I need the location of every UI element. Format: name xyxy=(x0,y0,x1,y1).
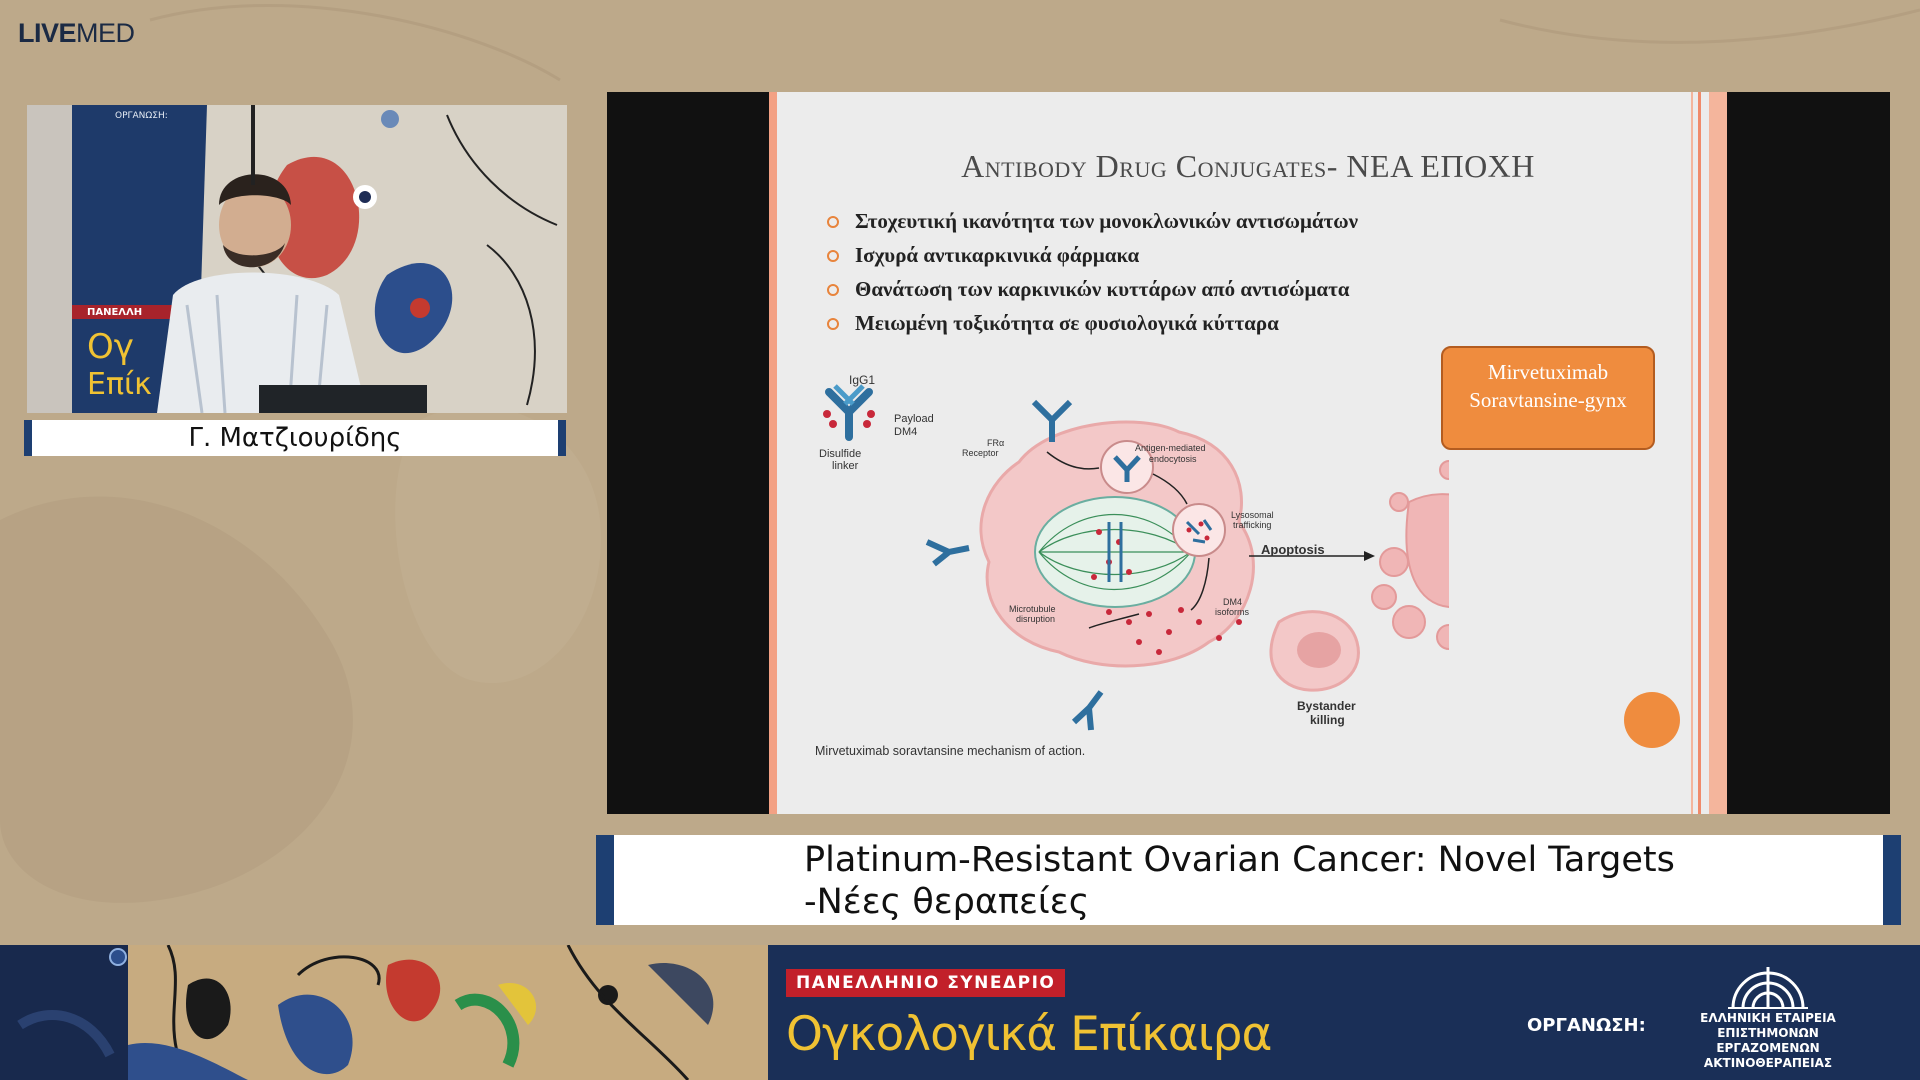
congress-badge: ΠΑΝΕΛΛΗΝΙΟ ΣΥΝΕΔΡΙΟ xyxy=(786,969,1066,997)
mechanism-diagram xyxy=(823,384,1449,731)
slide-right-stripe xyxy=(1698,92,1701,814)
slide: Antibody Drug Conjugates- ΝΕΑ ΕΠΟΧΗ Στοχ… xyxy=(769,92,1727,814)
drug-name-box: Mirvetuximab Soravtansine-gynx xyxy=(1441,346,1655,450)
label-isoforms-1: DM4 xyxy=(1223,597,1243,607)
label-linker-1: Disulfide xyxy=(819,448,862,460)
speaker-name: Γ. Ματζιουρίδης xyxy=(188,423,402,453)
banner-org: ΟΡΓΑΝΩΣΗ: xyxy=(115,111,168,121)
antibody-icon xyxy=(823,384,875,441)
label-igg1: IgG1 xyxy=(849,373,876,387)
bullet-dot-icon xyxy=(827,318,839,330)
slide-bullet: Θανάτωση των καρκινικών κυττάρων από αντ… xyxy=(827,272,1358,306)
label-endocytosis-2: endocytosis xyxy=(1149,454,1197,464)
label-receptor-2: Receptor xyxy=(962,448,999,458)
banner-big-1: Ογ xyxy=(87,327,134,367)
slide-right-stripe xyxy=(1691,92,1693,814)
bullet-dot-icon xyxy=(827,216,839,228)
banner-big-2: Επίκ xyxy=(87,367,152,402)
lecture-title: Platinum-Resistant Ovarian Cancer: Novel… xyxy=(804,840,1675,922)
slide-bullet-list: Στοχευτική ικανότητα των μονοκλωνικών αν… xyxy=(827,204,1358,340)
organizer-name-line: ΑΚΤΙΝΟΘΕΡΑΠΕΙΑΣ xyxy=(1703,1056,1833,1070)
label-linker-2: linker xyxy=(832,460,859,472)
slide-left-stripe xyxy=(769,92,777,814)
organizer-name-line: ΕΛΛΗΝΙΚΗ ΕΤΑΙΡΕΙΑ xyxy=(1700,1011,1836,1025)
label-receptor-1: FRα xyxy=(987,438,1005,448)
bullet-dot-icon xyxy=(827,284,839,296)
label-bystander-2: killing xyxy=(1310,713,1345,727)
label-lysosomal-2: trafficking xyxy=(1233,520,1272,530)
slide-frame: Antibody Drug Conjugates- ΝΕΑ ΕΠΟΧΗ Στοχ… xyxy=(607,92,1890,814)
label-apoptosis: Apoptosis xyxy=(1261,542,1325,557)
conference-footer: ΠΑΝΕΛΛΗΝΙΟ ΣΥΝΕΔΡΙΟ Ογκολογικά Επίκαιρα … xyxy=(0,945,1920,1080)
miro-art-icon xyxy=(128,945,768,1080)
bullet-dot-icon xyxy=(827,250,839,262)
organizer-name: ΕΛΛΗΝΙΚΗ ΕΤΑΙΡΕΙΑ ΕΠΙΣΤΗΜΟΝΩΝ ΕΡΓΑΖΟΜΕΝΩ… xyxy=(1668,1011,1868,1071)
label-microtubule-1: Microtubule xyxy=(1009,604,1056,614)
slide-bullet: Ισχυρά αντικαρκινικά φάρμακα xyxy=(827,238,1358,272)
slide-bullet: Μειωμένη τοξικότητα σε φυσιολογικά κύττα… xyxy=(827,306,1358,340)
label-dm4: DM4 xyxy=(894,426,918,438)
footer-left-panel xyxy=(0,945,128,1080)
slide-bullet: Στοχευτική ικανότητα των μονοκλωνικών αν… xyxy=(827,204,1358,238)
label-endocytosis-1: Antigen-mediated xyxy=(1135,443,1206,453)
footer-art-panel xyxy=(128,945,768,1080)
label-lysosomal-1: Lysosomal xyxy=(1231,510,1274,520)
organizer-label: ΟΡΓΑΝΩΣΗ: xyxy=(1527,1015,1646,1036)
slide-right-stripe xyxy=(1709,92,1727,814)
livemed-logo: LIVEMED xyxy=(18,18,135,48)
slide-title: Antibody Drug Conjugates- ΝΕΑ ΕΠΟΧΗ xyxy=(961,148,1535,184)
banner-fragment: ΠΑΝΕΛΛΗ xyxy=(87,307,143,318)
conference-name: Ογκολογικά Επίκαιρα xyxy=(786,1007,1272,1062)
speaker-name-bar: Γ. Ματζιουρίδης xyxy=(24,420,566,456)
slide-decor-dot xyxy=(1624,692,1680,748)
organizer-logo-icon xyxy=(1728,967,1808,1009)
organizer-name-line: ΕΠΙΣΤΗΜΟΝΩΝ ΕΡΓΑΖΟΜΕΝΩΝ xyxy=(1716,1026,1820,1055)
figure-caption: Mirvetuximab soravtansine mechanism of a… xyxy=(815,744,1086,758)
speaker-video-frame xyxy=(27,105,567,413)
speaker-video: ΟΡΓΑΝΩΣΗ: ΠΑΝΕΛΛΗ Ογ Επίκ xyxy=(27,105,567,413)
label-isoforms-2: isoforms xyxy=(1215,607,1250,617)
label-bystander-1: Bystander xyxy=(1297,699,1356,713)
footer-art-icon xyxy=(17,948,127,1058)
lecture-title-bar: Platinum-Resistant Ovarian Cancer: Novel… xyxy=(596,835,1901,925)
label-payload: Payload xyxy=(894,413,934,425)
label-microtubule-2: disruption xyxy=(1016,614,1056,624)
